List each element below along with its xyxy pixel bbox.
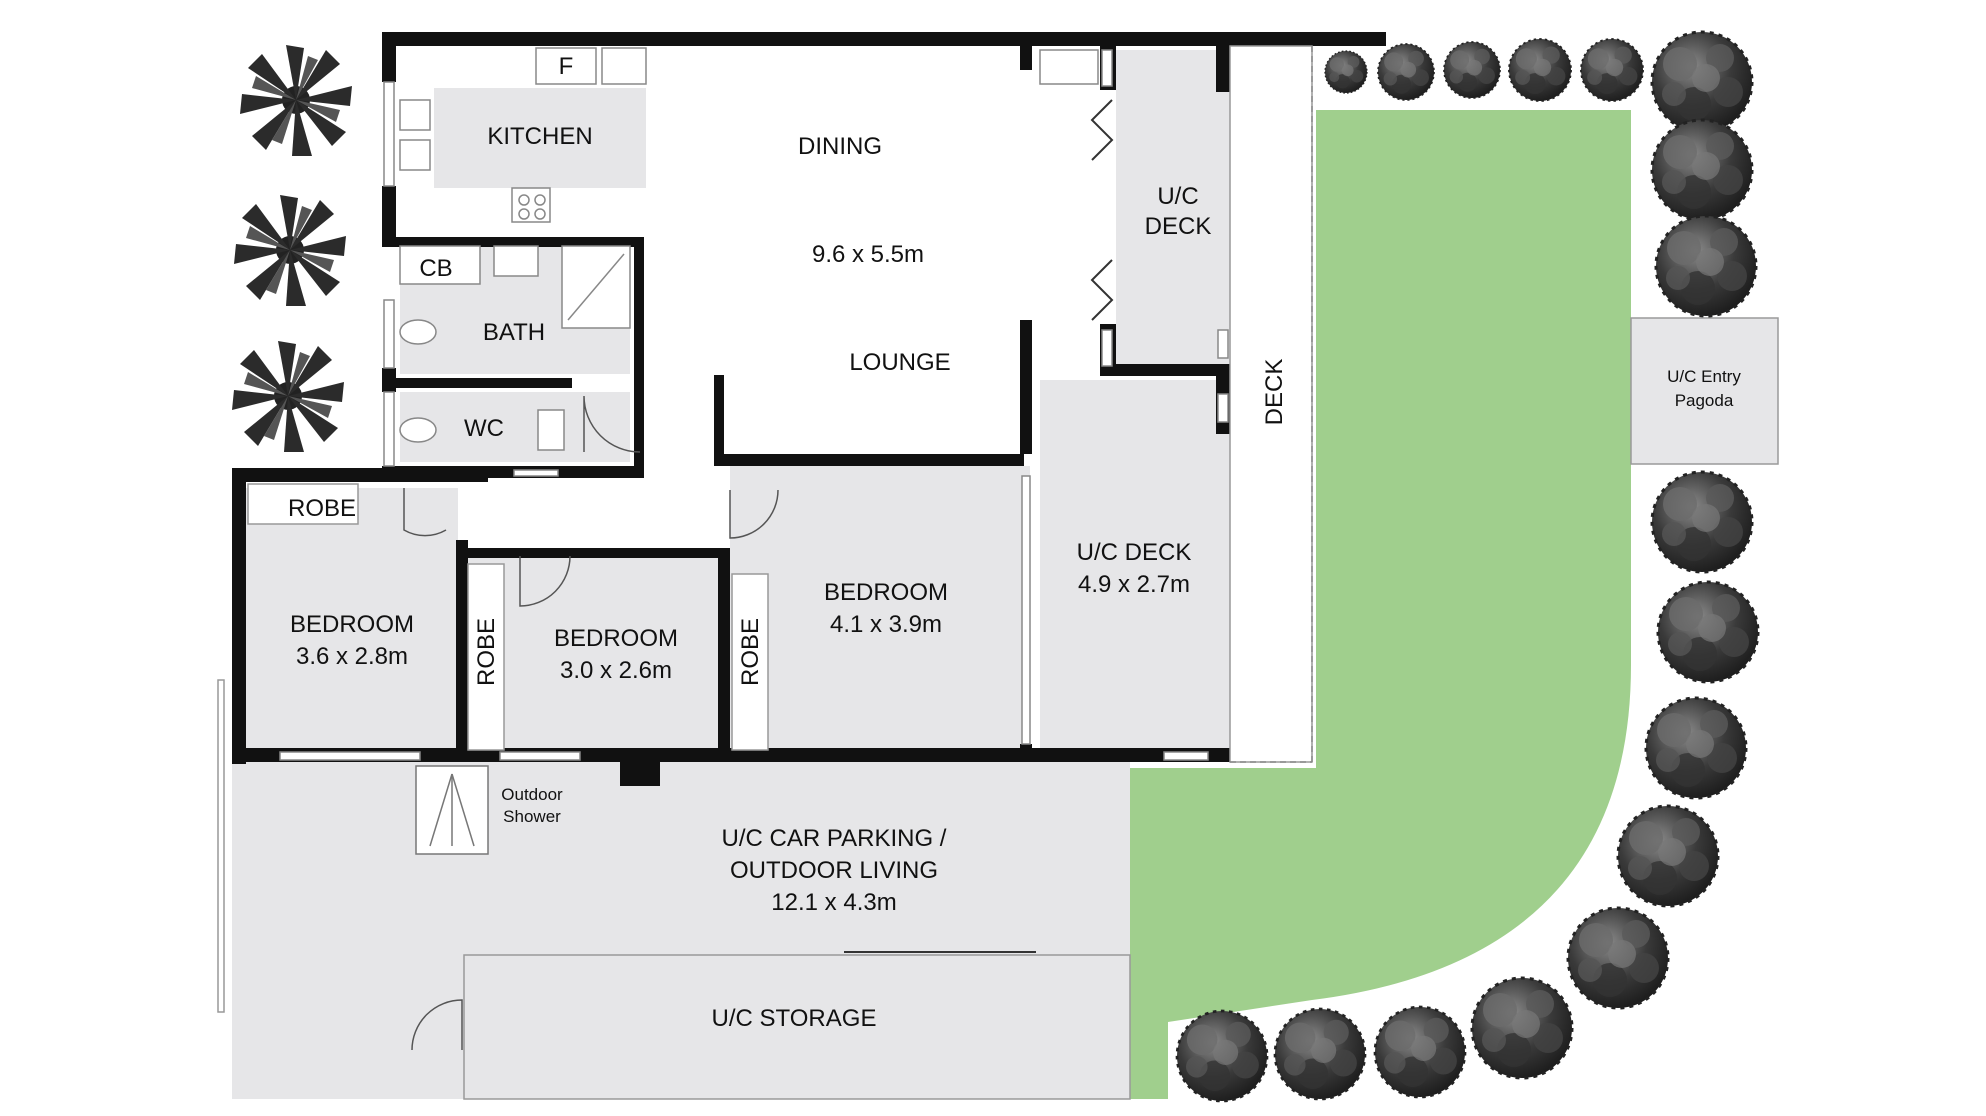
- palm-tree-icon: [234, 195, 346, 306]
- lounge-label: LOUNGE: [849, 349, 950, 376]
- shrub-icon: [1644, 696, 1748, 800]
- sink-icon: [399, 99, 431, 131]
- palm-tree-icon: [232, 341, 344, 452]
- bath-fixtures: [399, 245, 631, 451]
- windows: [279, 49, 1229, 761]
- deck-strip: [1229, 45, 1313, 763]
- labels: F KITCHEN DINING 9.6 x 5.5m LOUNGE U/C D…: [288, 53, 1741, 1032]
- outdoor-shower-line2: Shower: [503, 807, 561, 826]
- uc-deck-top-line2: DECK: [1145, 213, 1212, 240]
- shrub-icon: [1324, 50, 1368, 94]
- robe-top-label: ROBE: [288, 495, 356, 522]
- shrub-icon: [1470, 976, 1574, 1080]
- kitchen-fixtures: [399, 47, 647, 223]
- shrub-icon: [1650, 30, 1754, 134]
- shrub-icon: [1175, 1009, 1269, 1103]
- car-parking-line2: OUTDOOR LIVING: [730, 857, 938, 884]
- bedroom-3-label: BEDROOM: [824, 579, 948, 606]
- pagoda-line2: Pagoda: [1675, 391, 1734, 410]
- wc-label: WC: [464, 415, 504, 442]
- shrub-icon: [1373, 1005, 1467, 1099]
- cb-cupboard: [399, 245, 481, 285]
- robe-1-label: ROBE: [473, 618, 500, 686]
- uc-deck-mid-label: U/C DECK: [1077, 539, 1192, 566]
- cb-label: CB: [419, 255, 452, 282]
- bedroom-2-dims: 3.0 x 2.6m: [560, 657, 672, 684]
- basin-icon: [537, 409, 565, 451]
- robe-2-label: ROBE: [737, 618, 764, 686]
- outdoor-shower-icon: [415, 765, 489, 855]
- fence-lines: [217, 679, 1036, 1013]
- car-parking-line1: U/C CAR PARKING /: [722, 825, 947, 852]
- palm-trees: [232, 45, 352, 452]
- shrub-icon: [1566, 906, 1670, 1010]
- basin-icon: [493, 245, 539, 277]
- fridge-box: [535, 47, 597, 85]
- shrub-icon: [1580, 38, 1644, 102]
- toilet-icon: [399, 417, 437, 443]
- shrub-icon: [1377, 43, 1435, 101]
- kitchen-label: KITCHEN: [487, 123, 592, 150]
- bedroom-2-label: BEDROOM: [554, 625, 678, 652]
- bath-label: BATH: [483, 319, 545, 346]
- uc-deck-mid-dims: 4.9 x 2.7m: [1078, 571, 1190, 598]
- walls: [232, 32, 1386, 786]
- storage-label: U/C STORAGE: [712, 1005, 877, 1032]
- outdoor-shower-line1: Outdoor: [501, 785, 563, 804]
- shrub-icon: [1656, 580, 1760, 684]
- shrub-icon: [1650, 470, 1754, 574]
- shrub-icon: [1443, 41, 1501, 99]
- door-swing-icon: [403, 395, 779, 1051]
- fridge-label: F: [559, 53, 574, 80]
- deck-label: DECK: [1261, 359, 1288, 426]
- shrub-icon: [1654, 214, 1758, 318]
- toilet-icon: [399, 319, 437, 345]
- pagoda-line1: U/C Entry: [1667, 367, 1741, 386]
- bedroom-1-label: BEDROOM: [290, 611, 414, 638]
- bedroom-1-dims: 3.6 x 2.8m: [296, 643, 408, 670]
- car-parking-dims: 12.1 x 4.3m: [771, 889, 896, 916]
- dining-dims: 9.6 x 5.5m: [812, 241, 924, 268]
- uc-deck-top-line1: U/C: [1157, 183, 1198, 210]
- lawn: [1130, 110, 1631, 1099]
- bedroom-3-dims: 4.1 x 3.9m: [830, 611, 942, 638]
- room-fills: [232, 50, 1779, 1099]
- dining-label: DINING: [798, 133, 882, 160]
- shrub-icon: [1616, 804, 1720, 908]
- shrub-icon: [1650, 118, 1754, 222]
- robes: [247, 483, 769, 751]
- shrub-icon: [1508, 38, 1572, 102]
- bifold-door-icon: [1039, 49, 1114, 321]
- shrub-icon: [1273, 1007, 1367, 1101]
- palm-tree-icon: [240, 45, 352, 156]
- storage-room: [463, 954, 1131, 1100]
